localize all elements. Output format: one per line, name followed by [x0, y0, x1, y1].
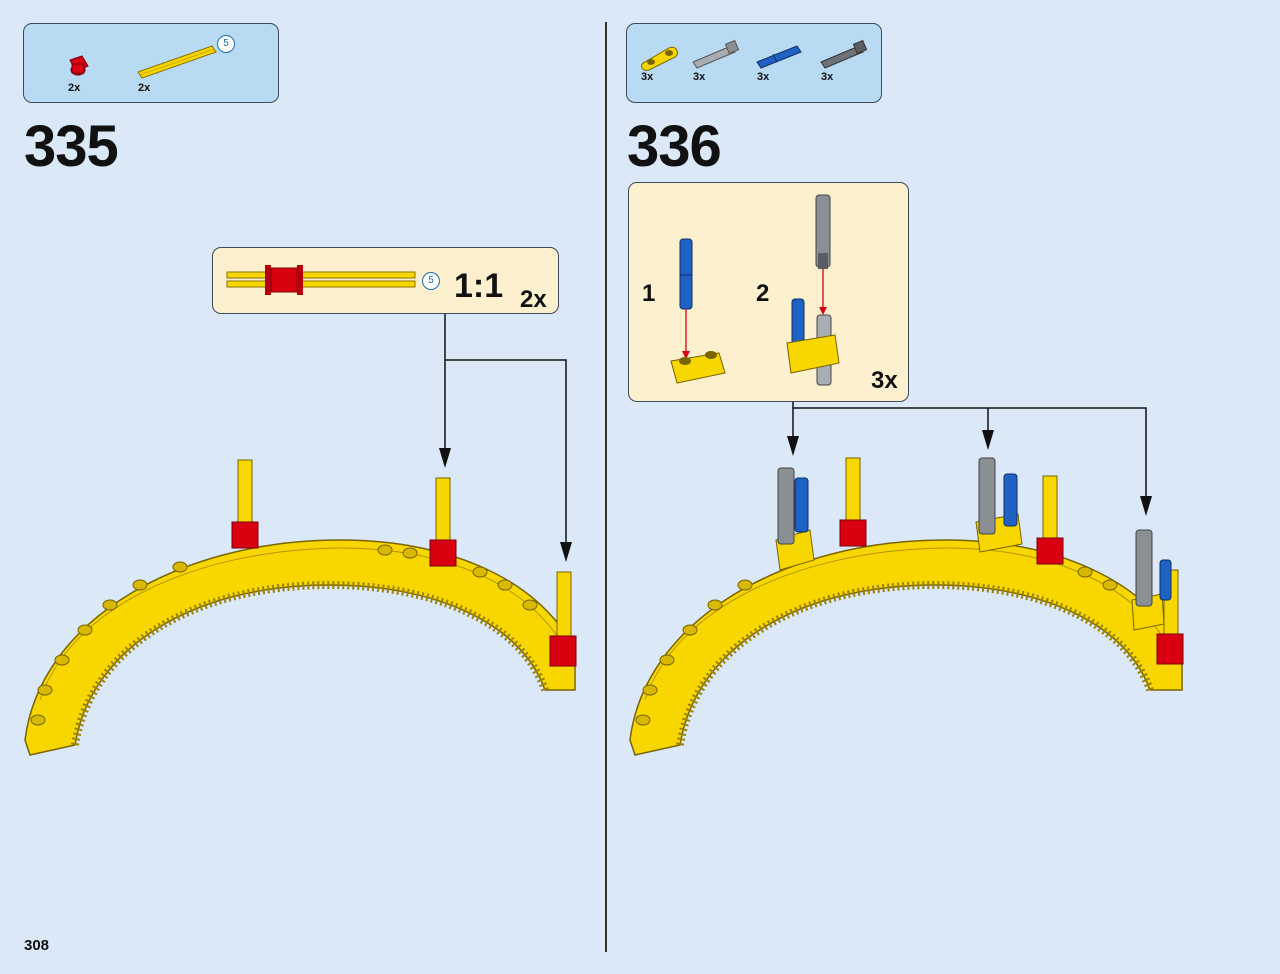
yellow-axle-icon — [137, 45, 217, 79]
step-number-336: 336 — [627, 114, 722, 179]
axle-length-badge: 5 — [422, 272, 440, 290]
callout-qty: 3x — [871, 367, 898, 394]
pin-subassembly-1 — [775, 467, 815, 571]
blue-pin-long-icon — [756, 45, 802, 69]
scale-label: 1:1 — [454, 267, 504, 305]
sub-step-1-assembly — [670, 238, 726, 384]
part-qty-yellow-beam: 3x — [641, 71, 654, 83]
pin-subassembly-2 — [975, 457, 1023, 553]
dark-grey-pin-axle-icon — [820, 39, 868, 69]
sub-step-1: 1 — [642, 280, 656, 307]
part-qty-blue-pin-long: 3x — [757, 71, 770, 83]
part-qty-grey-pin-axle: 3x — [693, 71, 706, 83]
sub-step-2-assembly — [786, 194, 840, 386]
red-bush-icon — [69, 55, 89, 76]
page-divider — [605, 22, 607, 952]
yellow-beam-icon — [641, 46, 678, 71]
part-qty-yellow-axle: 2x — [138, 82, 151, 94]
step-number-335: 335 — [24, 114, 119, 179]
axle-with-bush-icon — [226, 265, 416, 295]
callout-335: 5 1:1 2x — [212, 247, 559, 314]
pin-subassembly-3 — [1131, 529, 1172, 631]
part-qty-dark-grey-pin-axle: 3x — [821, 71, 834, 83]
parts-list-336: 3x 3x 3x 3x — [626, 23, 882, 103]
parts-list-335: 2x 5 2x — [23, 23, 279, 103]
part-qty-red-bush: 2x — [68, 82, 81, 94]
page-number: 308 — [24, 937, 50, 954]
sub-step-2: 2 — [756, 280, 770, 307]
axle-length-badge: 5 — [217, 35, 235, 53]
callout-336: 1 2 3x — [628, 182, 909, 402]
callout-qty: 2x — [520, 286, 547, 313]
grey-pin-axle-icon — [692, 39, 740, 69]
